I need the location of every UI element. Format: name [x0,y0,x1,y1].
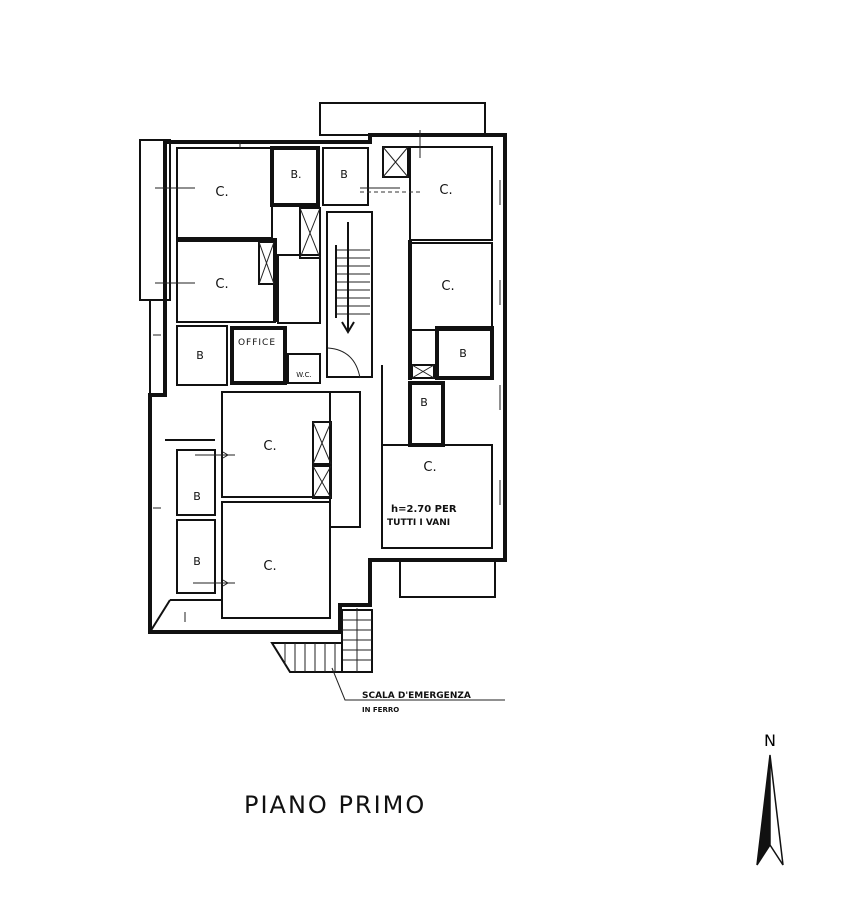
room-label: B [420,396,428,409]
plan-title: PIANO PRIMO [244,791,426,819]
rooms [149,146,494,633]
internal-stair [326,211,373,379]
room-label: B. [290,168,301,181]
emergency-stair [270,608,505,701]
room-label: B [196,349,204,362]
room-label: B [340,168,348,181]
room-label: C. [263,439,276,454]
emergency-stair-label: IN FERRO [362,706,399,714]
room-label: B [459,347,467,360]
room-label: C. [215,185,228,200]
room-label: B [193,490,201,503]
room-label: C. [423,460,436,475]
window-marks [153,130,501,622]
room-label: C. [215,277,228,292]
room-label: C. [439,183,452,198]
north-label: N [764,731,776,750]
emergency-stair-label: SCALA D'EMERGENZA [362,691,471,701]
height-note: h=2.70 PER [391,504,457,515]
room-label: C. [441,279,454,294]
shafts [258,146,435,499]
north-arrow-icon [756,754,784,866]
room-label: C. [263,559,276,574]
outer-walls [139,102,507,634]
height-note: TUTTI I VANI [387,518,450,528]
room-label: OFFICE [238,338,276,348]
room-label: W.C. [296,371,311,379]
room-label: B [193,555,201,568]
